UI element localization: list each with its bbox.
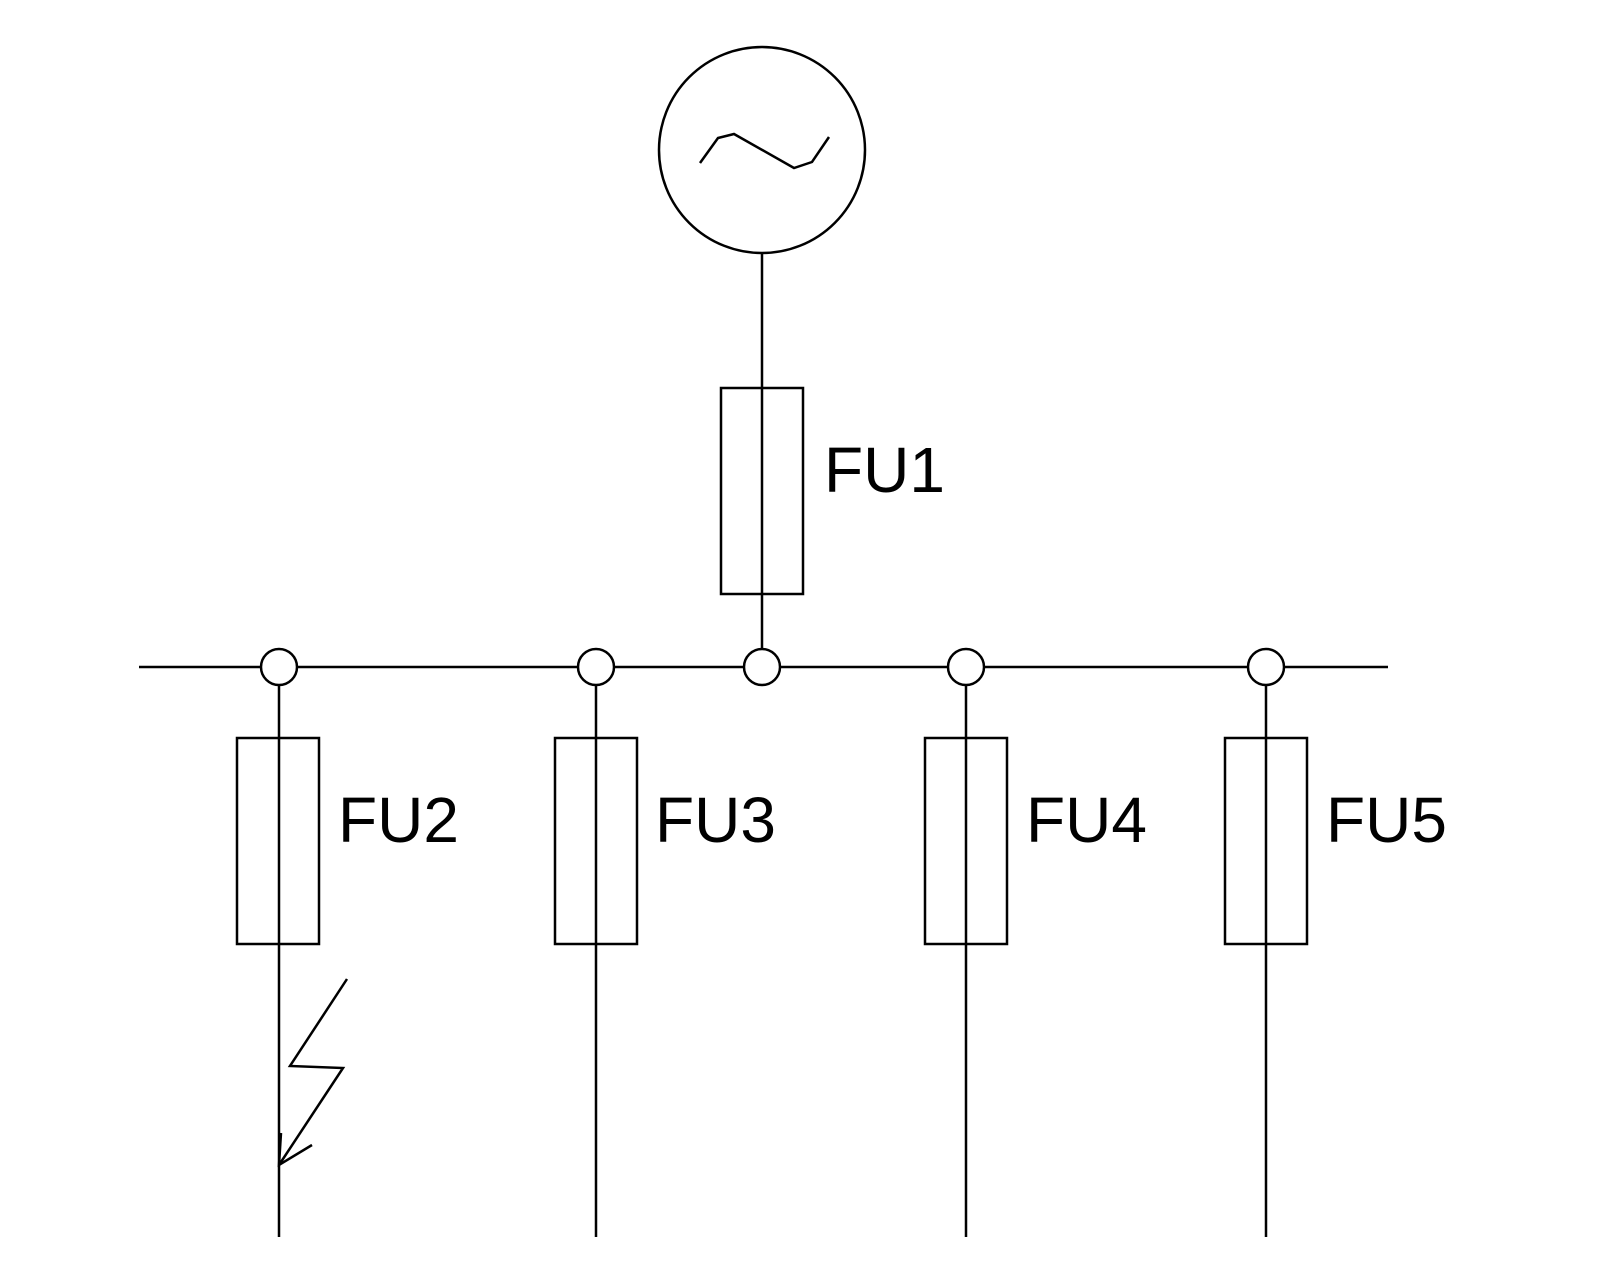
fuse-fu5 xyxy=(1223,736,1309,946)
junction-node-fu1 xyxy=(742,647,782,687)
fuse-fu2 xyxy=(235,736,321,946)
junction-node-fu5 xyxy=(1246,647,1286,687)
sine-wave-icon xyxy=(698,132,831,170)
fuse-fu4 xyxy=(923,736,1009,946)
junction-node-fu4 xyxy=(946,647,986,687)
ac-source xyxy=(657,45,867,255)
fuse-label-fu5: FU5 xyxy=(1326,784,1447,856)
fuse-fu1 xyxy=(719,386,805,596)
fuse-label-fu2: FU2 xyxy=(338,784,459,856)
junction-node-fu2 xyxy=(259,647,299,687)
fuse-label-fu1: FU1 xyxy=(824,434,945,506)
fuse-label-fu4: FU4 xyxy=(1026,784,1147,856)
junction-node-fu3 xyxy=(576,647,616,687)
fuse-fu3 xyxy=(553,736,639,946)
fuse-label-fu3: FU3 xyxy=(655,784,776,856)
lightning-fault-icon xyxy=(277,978,349,1168)
